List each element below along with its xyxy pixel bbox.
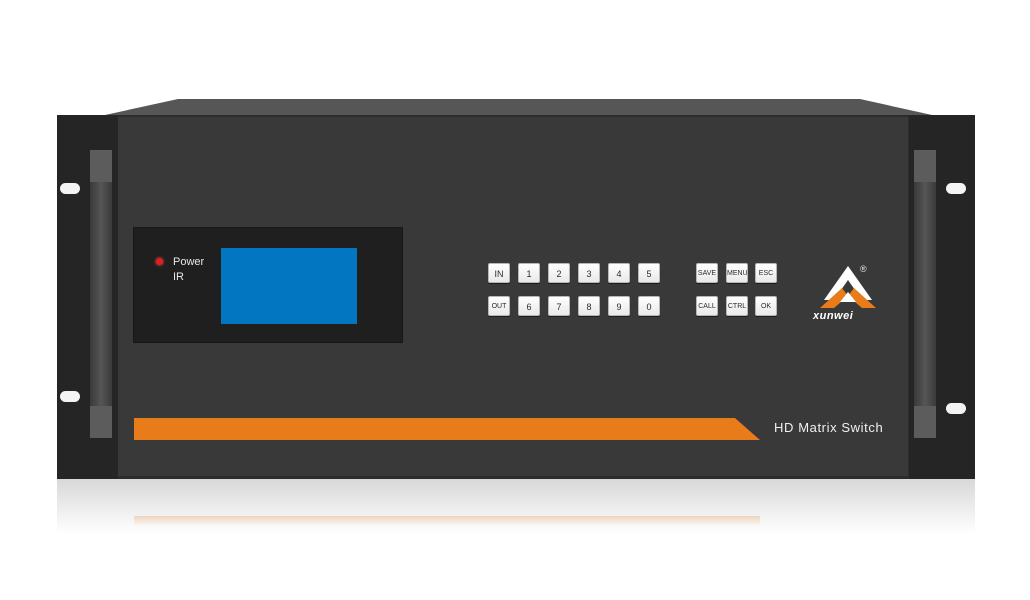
mount-hole bbox=[946, 403, 966, 414]
mount-hole bbox=[946, 183, 966, 194]
reflection bbox=[57, 479, 975, 534]
ok-button[interactable]: OK bbox=[755, 296, 777, 316]
power-label: Power bbox=[173, 256, 205, 268]
key-in[interactable]: IN bbox=[488, 263, 510, 283]
power-led bbox=[156, 258, 163, 265]
accent-bar bbox=[134, 418, 760, 440]
key-5[interactable]: 5 bbox=[638, 263, 660, 283]
key-out[interactable]: OUT bbox=[488, 296, 510, 316]
chassis-top bbox=[57, 99, 975, 117]
key-1[interactable]: 1 bbox=[518, 263, 540, 283]
lcd-screen bbox=[221, 248, 357, 324]
registered-mark: ® bbox=[860, 264, 867, 274]
key-9[interactable]: 9 bbox=[608, 296, 630, 316]
ctrl-button[interactable]: CTRL bbox=[726, 296, 748, 316]
reflection-accent bbox=[134, 516, 760, 526]
brand-name: xunwei bbox=[813, 310, 854, 322]
save-button[interactable]: SAVE bbox=[696, 263, 718, 283]
mount-hole bbox=[60, 391, 80, 402]
model-name: HD Matrix Switch bbox=[774, 420, 884, 435]
key-3[interactable]: 3 bbox=[578, 263, 600, 283]
key-7[interactable]: 7 bbox=[548, 296, 570, 316]
call-button[interactable]: CALL bbox=[696, 296, 718, 316]
brand-logo-icon bbox=[820, 266, 876, 308]
key-0[interactable]: 0 bbox=[638, 296, 660, 316]
esc-button[interactable]: ESC bbox=[755, 263, 777, 283]
key-2[interactable]: 2 bbox=[548, 263, 570, 283]
handle-left[interactable] bbox=[90, 150, 112, 438]
ir-label: IR bbox=[173, 271, 184, 283]
mount-hole bbox=[60, 183, 80, 194]
key-6[interactable]: 6 bbox=[518, 296, 540, 316]
handle-right[interactable] bbox=[914, 150, 936, 438]
key-8[interactable]: 8 bbox=[578, 296, 600, 316]
key-4[interactable]: 4 bbox=[608, 263, 630, 283]
menu-button[interactable]: MENU bbox=[726, 263, 748, 283]
